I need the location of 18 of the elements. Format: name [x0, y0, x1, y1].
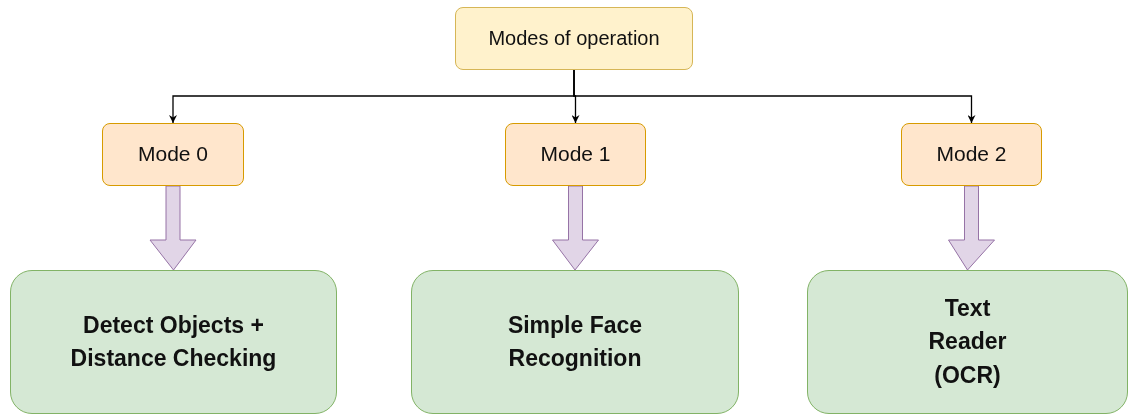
box-label: Mode 0	[137, 141, 208, 168]
root-box	[455, 7, 693, 70]
box-label: Detect Objects + Distance Checking	[69, 310, 278, 373]
box-label: Simple Face Recognition	[506, 310, 644, 373]
result-box	[10, 270, 337, 414]
box-label: Modes of operation	[488, 26, 660, 51]
arrow	[573, 69, 976, 124]
box-label: Mode 2	[936, 141, 1007, 168]
block-arrow	[149, 185, 197, 271]
mode-box	[901, 123, 1042, 186]
result-box	[807, 270, 1128, 414]
block-arrow	[948, 185, 995, 271]
box-label: Mode 1	[540, 141, 611, 168]
mode-box	[102, 123, 244, 186]
result-box	[411, 270, 739, 414]
mode-box	[505, 123, 646, 186]
block-arrow	[552, 185, 599, 271]
box-label: Text Reader (OCR)	[927, 294, 1008, 390]
